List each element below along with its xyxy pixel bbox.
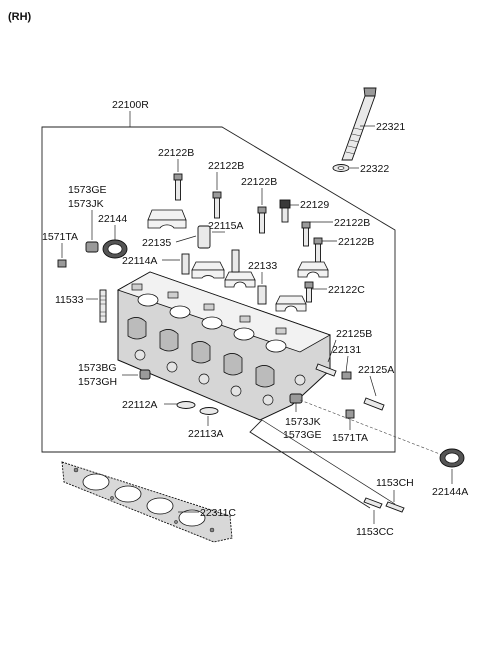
seal-22144 — [102, 239, 128, 259]
stud-22125a — [363, 397, 385, 411]
label-22133: 22133 — [248, 260, 277, 272]
label-22122b-2: 22122B — [208, 160, 244, 172]
label-22113a: 22113A — [188, 428, 223, 440]
label-22112a: 22112A — [122, 399, 157, 411]
label-22125a: 22125A — [358, 364, 394, 376]
plug-1573jk-top — [85, 241, 99, 253]
dowel-1153ch — [385, 501, 405, 513]
bolt-22122b-4 — [301, 221, 311, 247]
bearing-cap-4 — [297, 261, 329, 278]
label-1573ge-bot: 1573GE — [283, 429, 322, 441]
dowel-1153cc — [363, 497, 383, 509]
label-22131: 22131 — [332, 344, 361, 356]
seal-22144a — [439, 448, 465, 468]
label-1573jk-bot: 1573JK — [285, 416, 321, 428]
ring-22113a — [199, 407, 219, 415]
label-1573ge-top: 1573GE — [68, 184, 107, 196]
bolt-22122b-5 — [313, 237, 323, 263]
label-22122b-4: 22122B — [334, 217, 370, 229]
bolt-22122b-3 — [257, 206, 267, 234]
label-22114a: 22114A — [122, 255, 157, 267]
plug-1573bg — [139, 369, 151, 380]
head-gasket-22311c — [61, 461, 233, 543]
bolt-22122b-2 — [212, 191, 222, 219]
label-22122c: 22122C — [328, 284, 365, 296]
bearing-cap-3 — [224, 271, 256, 288]
bearing-cap-5 — [275, 295, 307, 312]
label-22125b: 22125B — [336, 328, 372, 340]
nut-22131 — [341, 371, 352, 380]
plug-1571ta-bot — [345, 409, 355, 419]
label-11533: 11533 — [55, 294, 84, 306]
label-22321: 22321 — [376, 121, 405, 133]
label-1573gh: 1573GH — [78, 376, 117, 388]
head-bolt-22321 — [341, 87, 377, 161]
label-22122b-5: 22122B — [338, 236, 374, 248]
plug-1573jk-bot — [289, 393, 303, 404]
assembly-frame — [41, 126, 396, 453]
label-22311c: 22311C — [200, 507, 236, 519]
lifter-22135 — [197, 225, 211, 249]
label-22129: 22129 — [300, 199, 329, 211]
label-1573jk-top: 1573JK — [68, 198, 104, 210]
label-22144: 22144 — [98, 213, 127, 225]
label-22322: 22322 — [360, 163, 389, 175]
pin-22115a — [231, 249, 240, 273]
plug-1571ta-top — [57, 259, 67, 268]
bolt-22122b-1 — [173, 173, 183, 201]
bolt-22122c — [304, 281, 314, 303]
label-22122b-3: 22122B — [241, 176, 277, 188]
side-indicator: (RH) — [8, 11, 32, 23]
pin-22133 — [257, 285, 267, 305]
ring-22112a — [176, 401, 196, 409]
label-22115a: 22115A — [208, 220, 243, 232]
bearing-cap-2 — [191, 261, 225, 279]
label-22122b-1: 22122B — [158, 147, 194, 159]
label-1153ch: 1153CH — [376, 477, 414, 489]
bearing-cap-1 — [147, 209, 187, 229]
label-22135: 22135 — [142, 237, 171, 249]
label-1571ta-top: 1571TA — [42, 231, 78, 243]
cap-22129 — [279, 199, 291, 223]
pin-22114a — [181, 253, 190, 275]
label-22100r: 22100R — [112, 99, 149, 111]
stud-11533 — [99, 289, 107, 323]
stud-22125b — [315, 363, 337, 377]
label-1571ta-bot: 1571TA — [332, 432, 368, 444]
label-1573bg: 1573BG — [78, 362, 117, 374]
label-1153cc: 1153CC — [356, 526, 394, 538]
label-22144a: 22144A — [432, 486, 468, 498]
